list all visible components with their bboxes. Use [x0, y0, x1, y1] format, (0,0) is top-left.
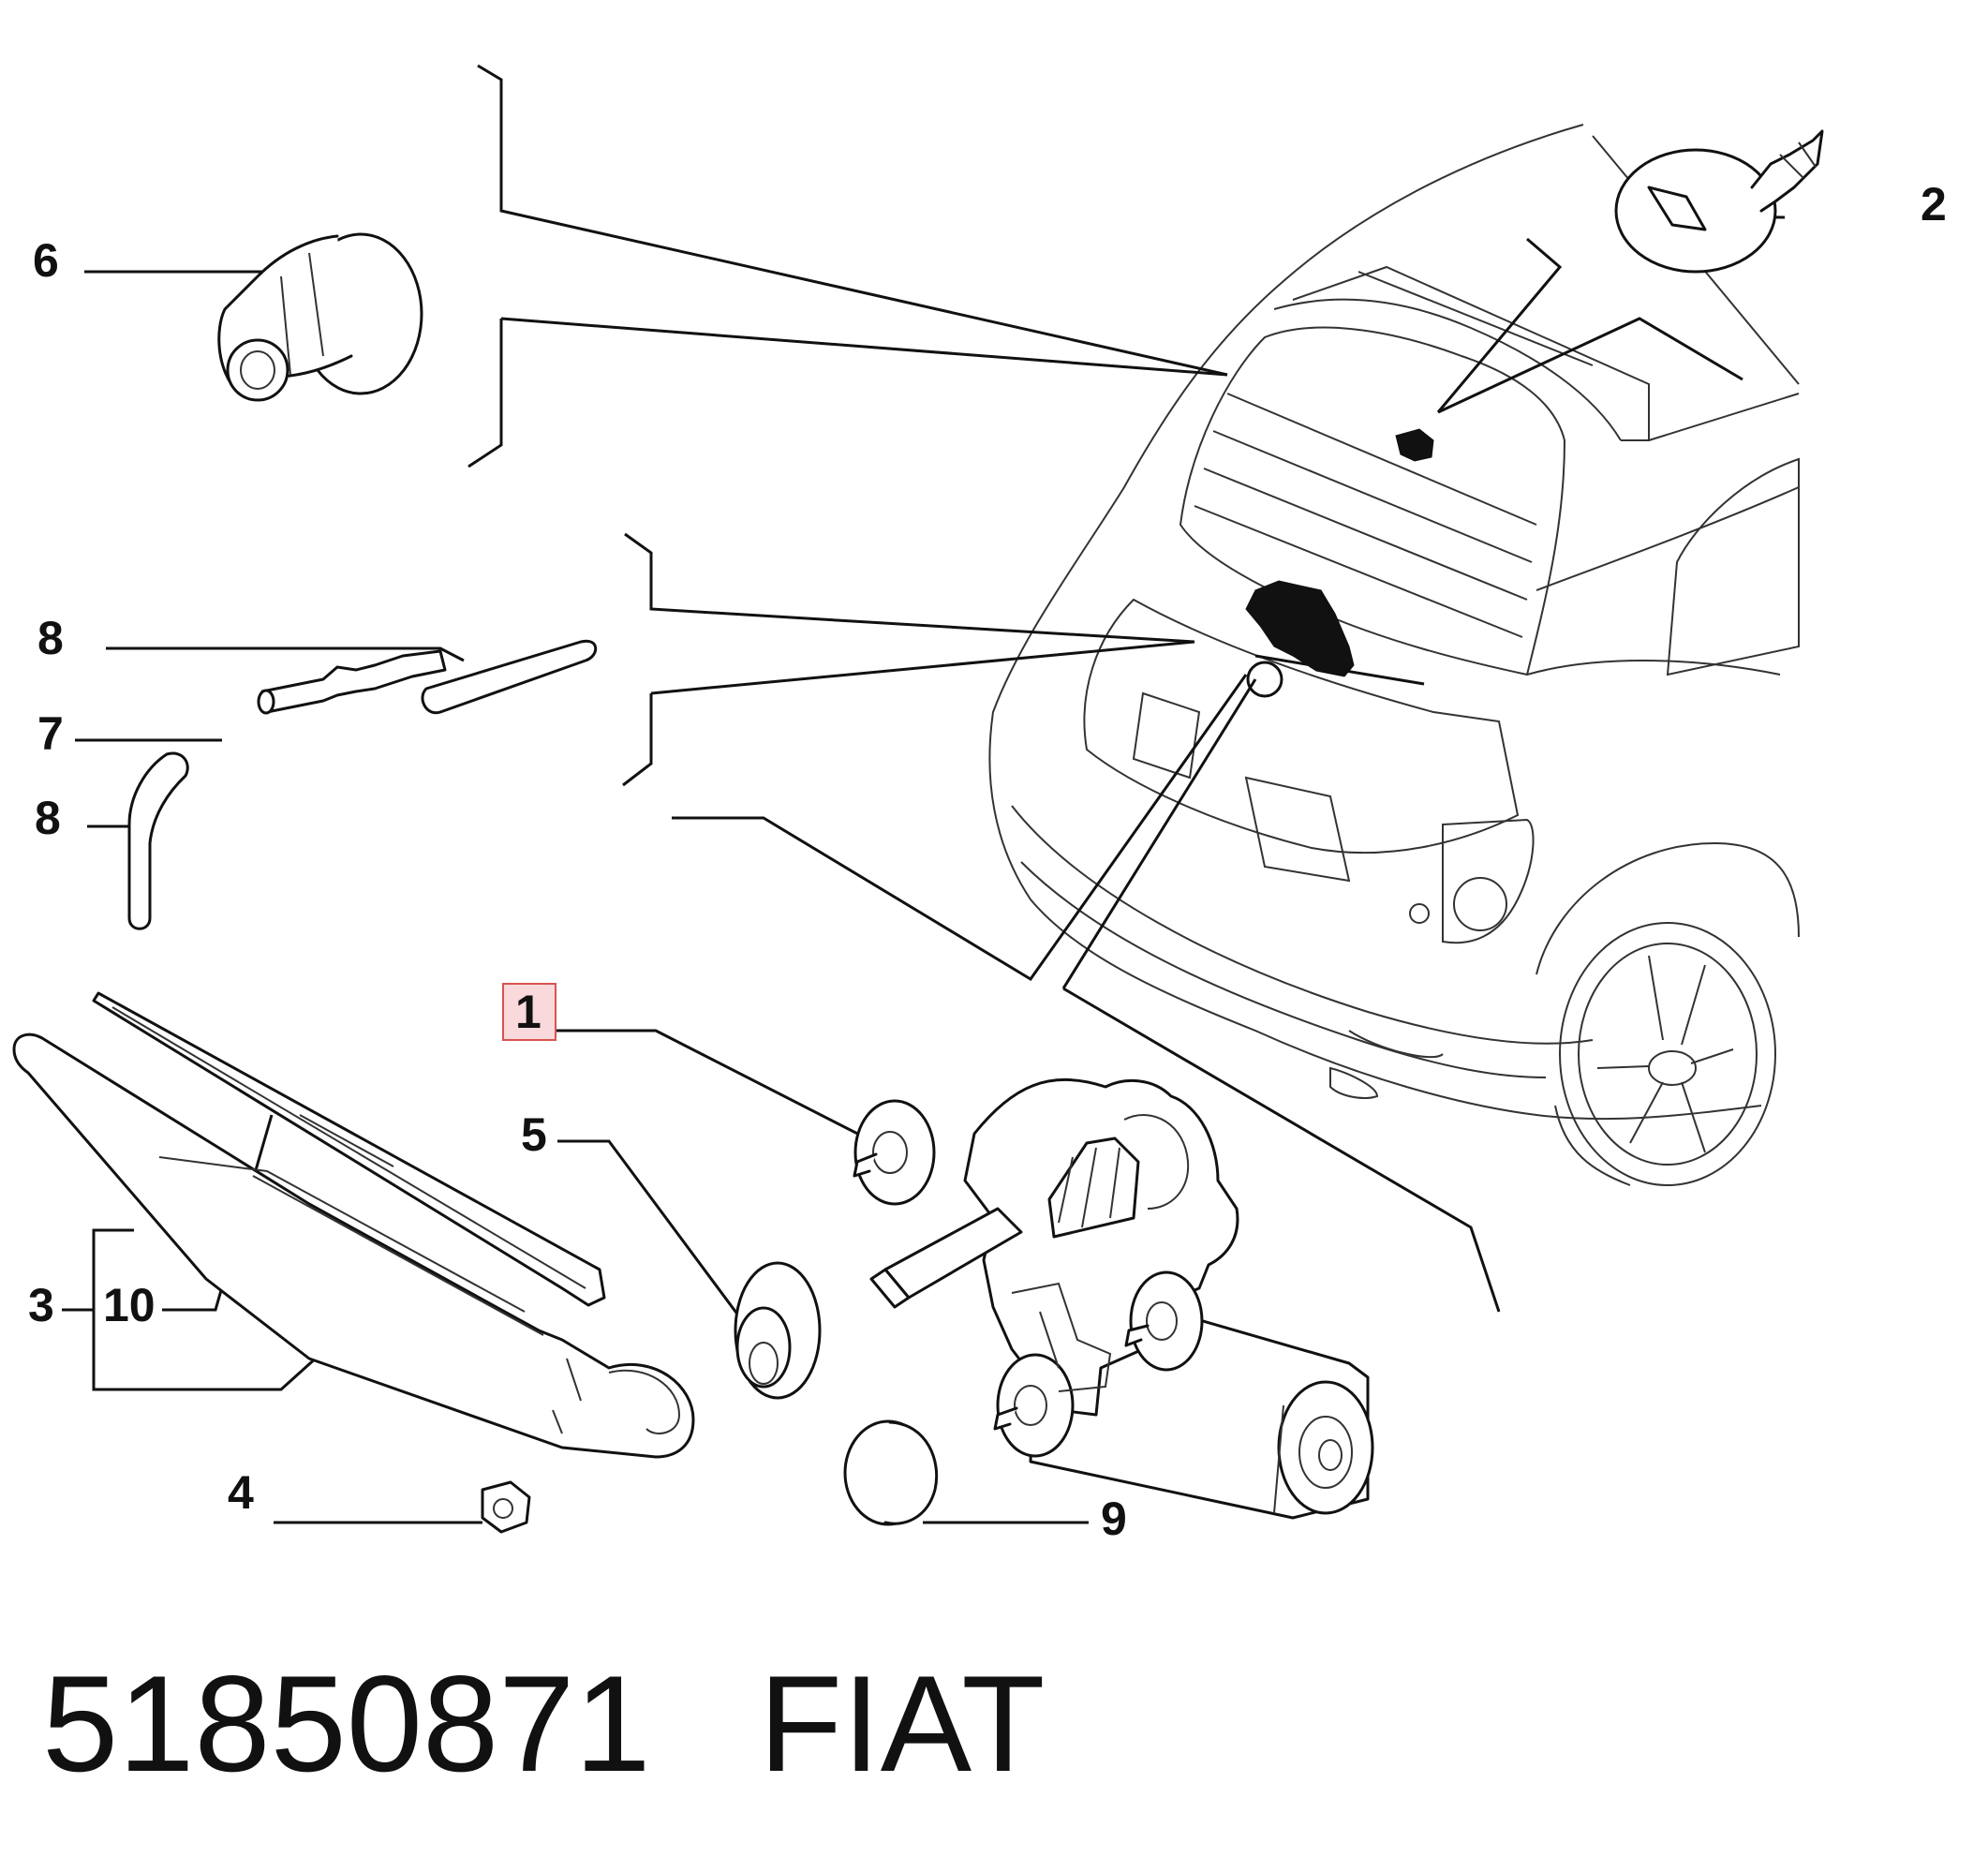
- wiper-blade-part-10: [92, 991, 606, 1307]
- callout-8-upper: 8: [37, 612, 64, 664]
- callout-3: 3: [28, 1279, 54, 1331]
- hose-connector-part-8: [257, 639, 598, 715]
- wiper-arm-part-3: [12, 1032, 695, 1459]
- cap-part-9: [843, 1419, 939, 1526]
- part-number: 51850871: [42, 1647, 651, 1800]
- hose-part-8: [127, 751, 189, 930]
- grommet-part-6: [217, 232, 423, 402]
- callout-4: 4: [228, 1466, 254, 1519]
- motor-location-mark: [1245, 580, 1425, 686]
- callout-7: 7: [37, 707, 64, 760]
- callout-6: 6: [33, 234, 59, 287]
- brand-name: FIAT: [759, 1647, 1045, 1800]
- callout-labels: 1 2 3 4 5 6 7 8 8 9 10: [28, 178, 1947, 1545]
- car-illustration: [988, 124, 1800, 1186]
- mount-stud-right: [1124, 1270, 1204, 1372]
- callout-1: 1: [515, 986, 542, 1038]
- wiper-motor-part-1: [853, 1077, 1374, 1520]
- mount-stud-upper: [853, 1099, 936, 1206]
- seal-part-5: [734, 1261, 822, 1400]
- washer-nozzle-part-2: [1614, 129, 1824, 274]
- callout-10: 10: [103, 1279, 156, 1331]
- callout-9: 9: [1101, 1493, 1127, 1545]
- mount-stud-lower: [993, 1353, 1075, 1458]
- highlight-box-1: [502, 983, 556, 1041]
- caption: 51850871 FIAT: [42, 1647, 1045, 1800]
- callout-2: 2: [1921, 178, 1947, 230]
- callout-8-lower: 8: [35, 792, 61, 844]
- nozzle-location-mark: [1246, 428, 1434, 698]
- callout-5: 5: [521, 1108, 547, 1161]
- nut-part-4: [481, 1480, 531, 1534]
